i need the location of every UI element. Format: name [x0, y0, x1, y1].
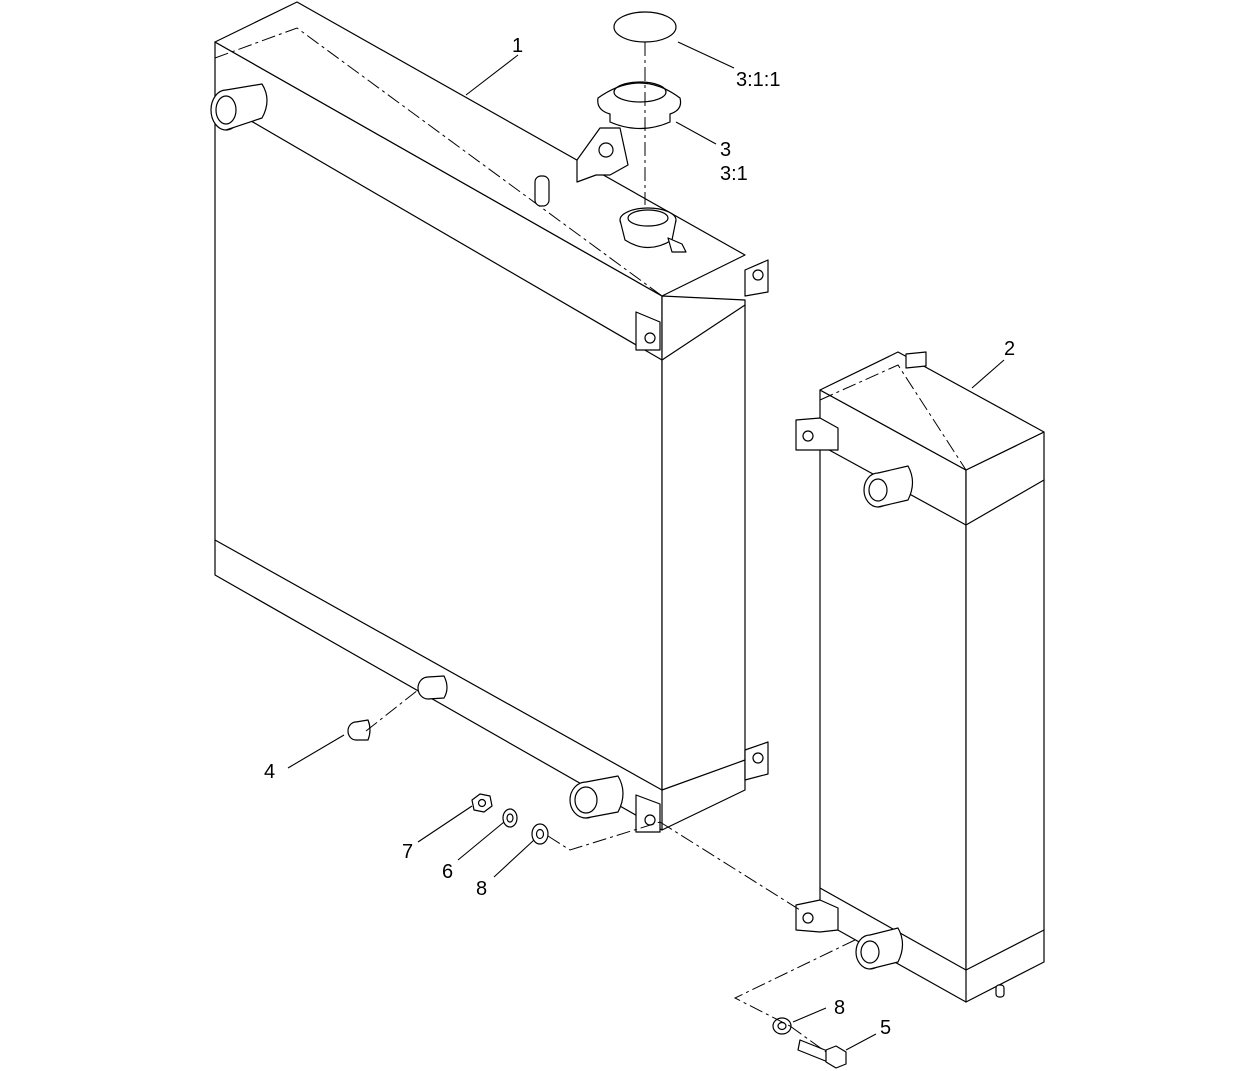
callout-7: 7 — [402, 841, 413, 863]
callout-2: 2 — [1004, 338, 1015, 360]
callout-3: 3 — [720, 139, 731, 161]
callout-5: 5 — [880, 1017, 891, 1039]
washer-small — [502, 808, 518, 828]
cap-seal — [613, 11, 677, 43]
radiator-cap — [597, 81, 682, 130]
oil-cooler — [795, 351, 1045, 1003]
callout-4: 4 — [264, 761, 275, 783]
radiator — [210, 1, 769, 833]
callout-8-lower: 8 — [834, 997, 845, 1019]
nut — [471, 793, 493, 813]
callout-3-1-1: 3:1:1 — [736, 69, 780, 91]
callout-1: 1 — [512, 35, 523, 57]
plug — [347, 719, 371, 741]
callout-3-1: 3:1 — [720, 163, 748, 185]
washer-lower — [772, 1017, 792, 1035]
washer — [531, 823, 549, 845]
callout-8: 8 — [476, 878, 487, 900]
bolt — [797, 1039, 847, 1069]
callout-6: 6 — [442, 861, 453, 883]
